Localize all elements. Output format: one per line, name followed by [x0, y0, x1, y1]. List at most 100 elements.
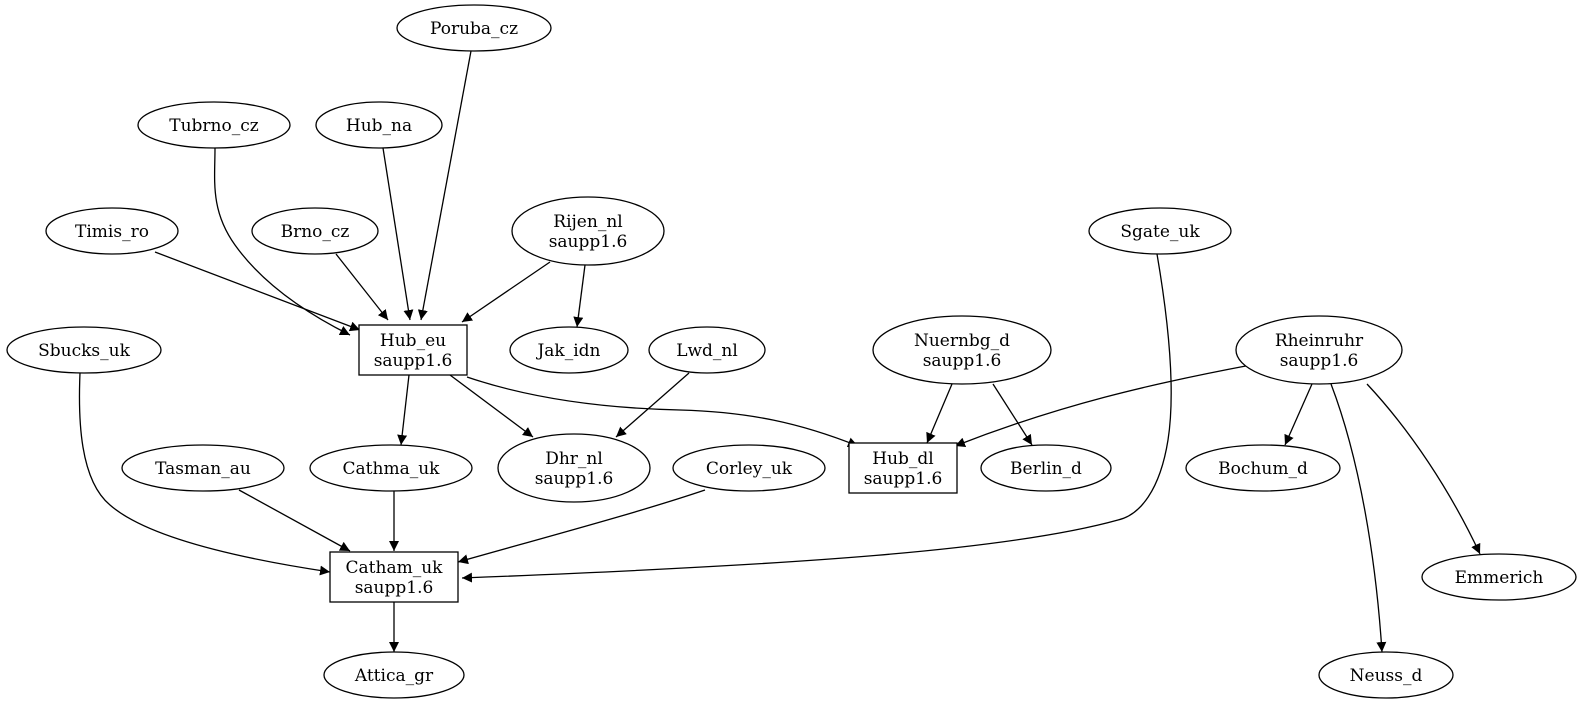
- node-cathma: Cathma_uk: [309, 444, 473, 492]
- node-ellipse: [315, 101, 443, 149]
- edge-hub_eu-to-dhr: [449, 374, 534, 438]
- node-label: saupp1.6: [923, 351, 1002, 371]
- edge-timis-to-hub_eu: [154, 251, 361, 332]
- edge-hub_eu-to-hub_dl: [466, 376, 859, 447]
- node-ellipse: [1088, 207, 1232, 255]
- edge-poruba-to-hub_eu: [417, 50, 472, 321]
- node-label: Sbucks_uk: [38, 341, 130, 361]
- node-label: Rheinruhr: [1275, 331, 1364, 351]
- node-label: Lwd_nl: [676, 341, 738, 361]
- node-box: [358, 324, 468, 376]
- node-label: Hub_dl: [872, 449, 933, 469]
- node-ellipse: [511, 196, 665, 266]
- node-ellipse: [672, 444, 826, 492]
- edge-rijen-to-jak: [573, 264, 586, 328]
- node-label: Brno_cz: [281, 222, 350, 242]
- node-label: Catham_uk: [346, 558, 444, 578]
- node-label: Corley_uk: [706, 459, 793, 479]
- node-sbucks: Sbucks_uk: [6, 326, 162, 374]
- node-label: saupp1.6: [355, 578, 434, 598]
- node-ellipse: [980, 444, 1112, 492]
- node-tasman: Tasman_au: [121, 444, 285, 492]
- edges-layer: [78, 50, 1481, 653]
- node-ellipse: [497, 433, 651, 503]
- node-ellipse: [45, 207, 179, 255]
- node-box: [329, 551, 459, 603]
- edge-rijen-to-hub_eu: [461, 261, 551, 323]
- edge-sbucks-to-catham: [78, 372, 331, 576]
- node-label: Sgate_uk: [1120, 222, 1200, 242]
- node-label: saupp1.6: [549, 232, 628, 252]
- node-ellipse: [251, 207, 379, 255]
- node-ellipse: [1318, 651, 1454, 699]
- edge-brno-to-hub_eu: [335, 253, 389, 321]
- node-tubrno: Tubrno_cz: [137, 101, 291, 149]
- node-label: Rijen_nl: [553, 212, 622, 232]
- node-label: Hub_na: [346, 116, 412, 136]
- node-label: Neuss_d: [1350, 666, 1423, 686]
- node-neuss: Neuss_d: [1318, 651, 1454, 699]
- node-label: Poruba_cz: [430, 19, 518, 39]
- node-label: Attica_gr: [354, 666, 434, 686]
- node-label: Dhr_nl: [545, 449, 603, 469]
- node-ellipse: [872, 315, 1052, 385]
- node-label: Tasman_au: [155, 459, 251, 479]
- node-ellipse: [396, 4, 552, 52]
- node-label: Nuernbg_d: [914, 331, 1010, 351]
- node-box: [848, 442, 958, 494]
- node-label: Jak_idn: [535, 341, 600, 361]
- edge-sgate-to-catham: [461, 253, 1172, 583]
- node-ellipse: [509, 326, 629, 374]
- node-emmerich: Emmerich: [1421, 553, 1577, 601]
- edge-nuernbg-to-berlin: [992, 383, 1033, 446]
- node-ellipse: [1421, 553, 1577, 601]
- edge-rheinruhr-to-emmerich: [1366, 383, 1481, 555]
- edge-hub_na-to-hub_eu: [382, 147, 414, 321]
- edge-lwd-to-dhr: [615, 372, 690, 438]
- node-label: Tubrno_cz: [169, 116, 259, 136]
- node-label: Bochum_d: [1218, 459, 1308, 479]
- edge-corley-to-catham: [457, 489, 706, 565]
- node-sgate: Sgate_uk: [1088, 207, 1232, 255]
- node-bochum: Bochum_d: [1185, 444, 1341, 492]
- node-label: saupp1.6: [864, 469, 943, 489]
- node-label: Timis_ro: [75, 222, 149, 242]
- node-berlin: Berlin_d: [980, 444, 1112, 492]
- node-ellipse: [1235, 315, 1403, 385]
- node-ellipse: [648, 326, 766, 374]
- node-label: Emmerich: [1455, 568, 1544, 588]
- node-label: Hub_eu: [380, 331, 446, 351]
- edge-rheinruhr-to-hub_dl: [954, 364, 1252, 448]
- edge-tubrno-to-hub_eu: [213, 147, 351, 336]
- node-ellipse: [137, 101, 291, 149]
- node-label: saupp1.6: [535, 469, 614, 489]
- edge-tasman-to-catham: [238, 489, 351, 552]
- node-label: saupp1.6: [1280, 351, 1359, 371]
- node-ellipse: [323, 651, 465, 699]
- node-attica: Attica_gr: [323, 651, 465, 699]
- node-ellipse: [121, 444, 285, 492]
- node-label: Cathma_uk: [343, 459, 441, 479]
- node-jak: Jak_idn: [509, 326, 629, 374]
- node-label: saupp1.6: [374, 351, 453, 371]
- node-hub_na: Hub_na: [315, 101, 443, 149]
- node-ellipse: [309, 444, 473, 492]
- node-ellipse: [6, 326, 162, 374]
- node-poruba: Poruba_cz: [396, 4, 552, 52]
- node-corley: Corley_uk: [672, 444, 826, 492]
- edge-hub_eu-to-cathma: [397, 374, 410, 446]
- node-timis: Timis_ro: [45, 207, 179, 255]
- node-brno: Brno_cz: [251, 207, 379, 255]
- node-ellipse: [1185, 444, 1341, 492]
- edge-nuernbg-to-hub_dl: [926, 383, 953, 444]
- node-lwd: Lwd_nl: [648, 326, 766, 374]
